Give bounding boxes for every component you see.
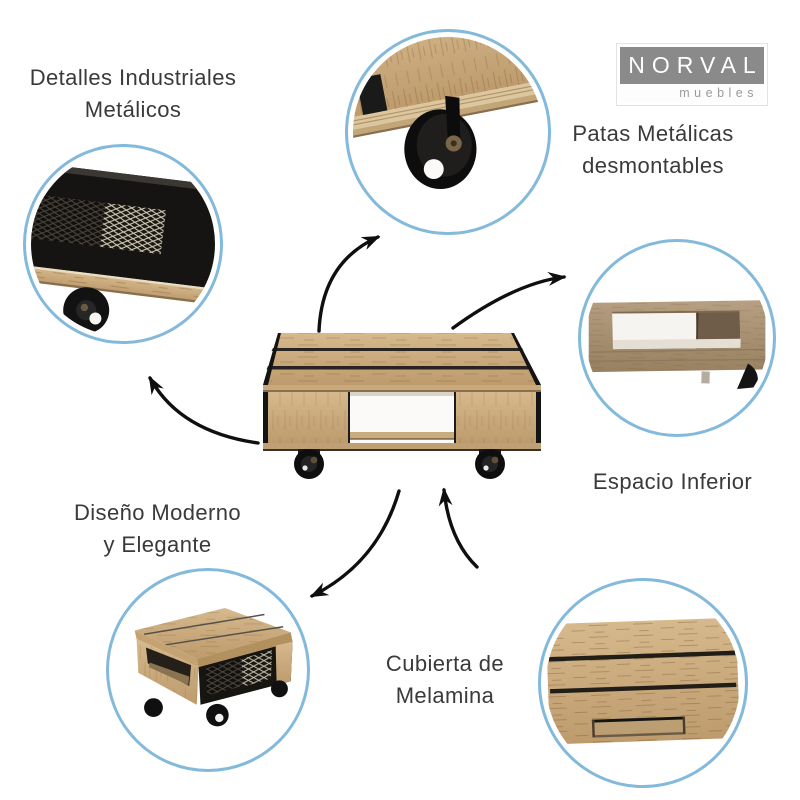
arrow-from-cover-to-product: [438, 487, 479, 569]
brand-subtitle: muebles: [620, 84, 764, 102]
caster-wheel-photo: [353, 37, 543, 227]
brand-logo: NORVAL muebles: [616, 43, 768, 106]
melamine-top-photo: [546, 586, 740, 780]
label-line: Metálicos: [84, 97, 182, 122]
label-espacio-inferior: Espacio Inferior: [560, 466, 785, 498]
label-line: Cubierta de: [385, 651, 505, 676]
arrow-to-lower-space-circle: [451, 272, 567, 330]
brand-name: NORVAL: [620, 47, 764, 84]
label-line: Diseño Moderno: [73, 500, 242, 525]
label-detalles-industriales: Detalles Industriales Metálicos: [10, 62, 256, 126]
label-line: Patas Metálicas: [572, 121, 734, 146]
arrow-to-design-circle: [309, 489, 401, 598]
label-line: Melamina: [395, 683, 495, 708]
feature-circle-modern-design: [106, 568, 310, 772]
metal-mesh-panel-photo: [31, 152, 215, 336]
label-cubierta-melamina: Cubierta de Melamina: [350, 648, 540, 712]
feature-circle-melamine-cover: [538, 578, 748, 788]
label-line: y Elegante: [103, 532, 212, 557]
label-line: Detalles Industriales: [29, 65, 237, 90]
label-patas-metalicas: Patas Metálicas desmontables: [545, 118, 761, 182]
label-line: Espacio Inferior: [592, 469, 753, 494]
open-shelf-photo: [586, 247, 768, 429]
feature-circle-caster-wheel: [345, 29, 551, 235]
label-line: desmontables: [582, 153, 724, 178]
feature-circle-lower-space: [578, 239, 776, 437]
label-diseno-moderno: Diseño Moderno y Elegante: [40, 497, 275, 561]
center-product-photo: [263, 333, 541, 479]
arrow-to-caster-circle: [317, 235, 381, 333]
full-table-photo: [114, 576, 302, 764]
feature-circle-industrial-details: [23, 144, 223, 344]
arrow-to-industrial-circle: [148, 375, 260, 445]
